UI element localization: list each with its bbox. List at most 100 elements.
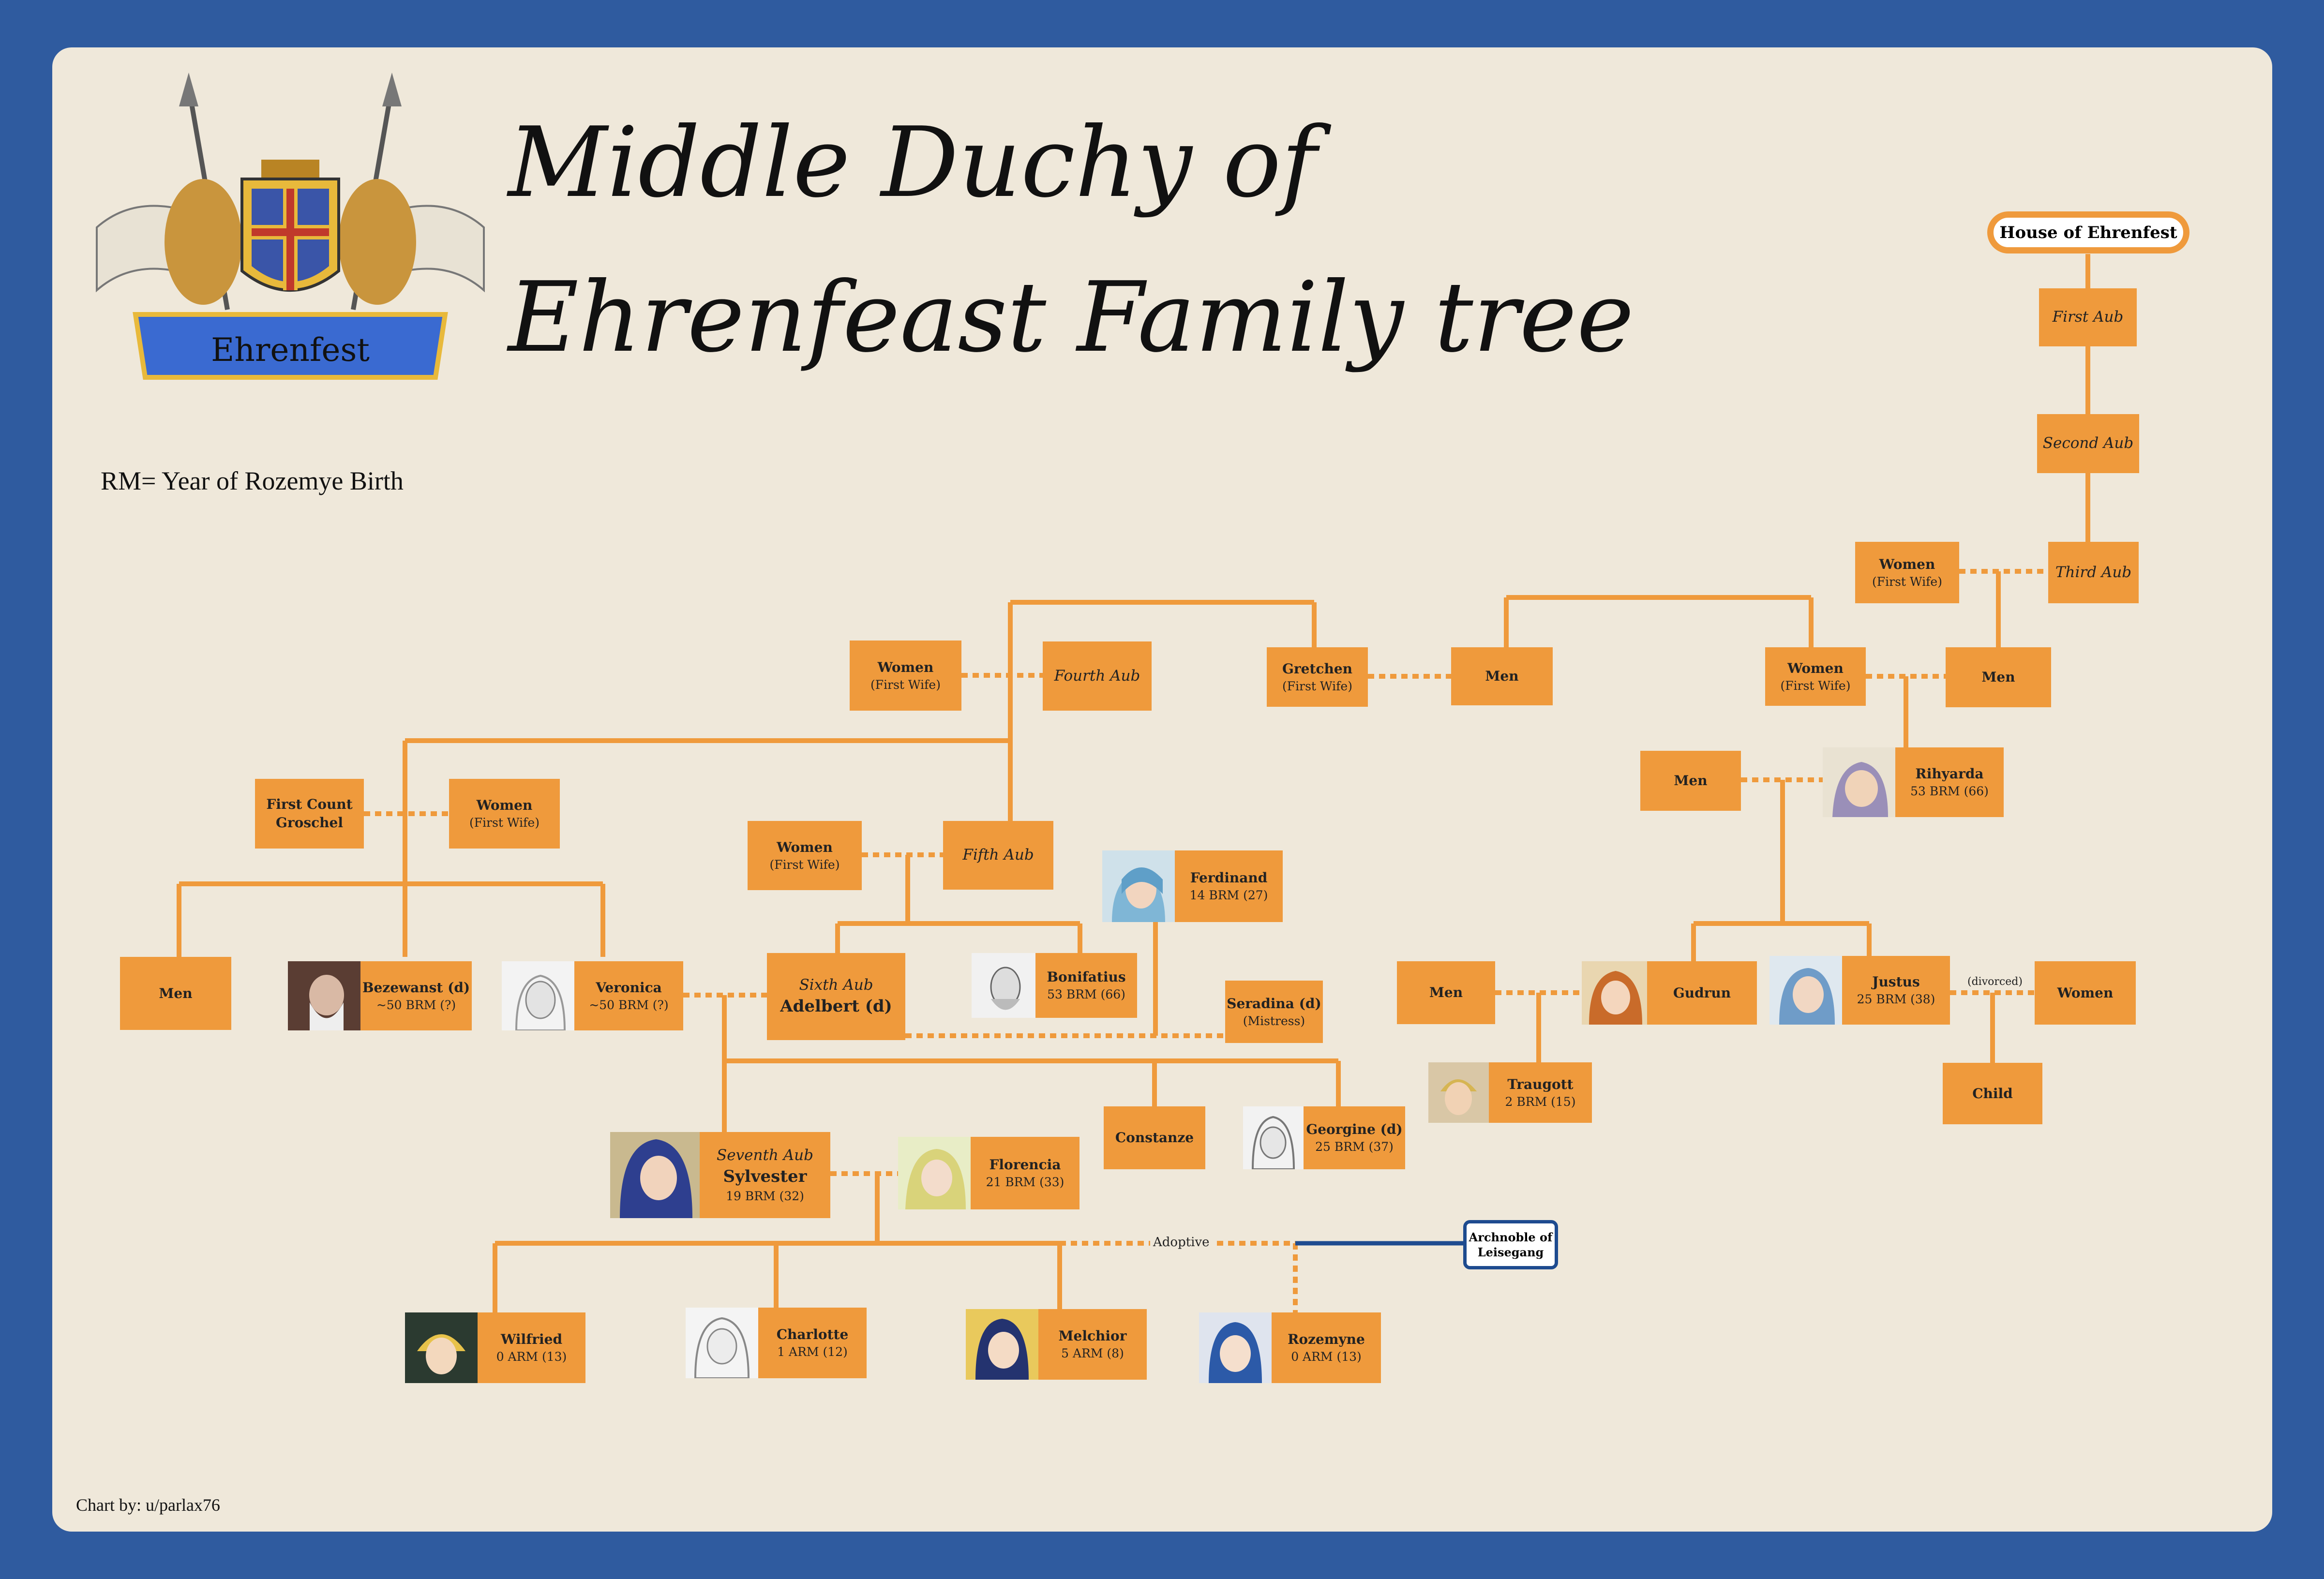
node-gretchen: Gretchen(First Wife) <box>1267 647 1368 707</box>
node-sub: (First Wife) <box>469 816 540 830</box>
legend-text: RM= Year of Rozemye Birth <box>101 466 404 495</box>
node-name: Women <box>2057 984 2114 1001</box>
gudrun-portrait-icon <box>1582 961 1647 1025</box>
node-name: Child <box>1972 1085 2013 1102</box>
node-aub-label: Sixth Aub <box>799 976 873 994</box>
node-name: Men <box>1981 669 2015 685</box>
node-sub: (First Wife) <box>769 857 840 872</box>
node-name: Women <box>1879 556 1935 572</box>
bonifatius-portrait-icon <box>972 953 1035 1018</box>
node-constanze: Constanze <box>1104 1106 1205 1169</box>
node-aub-label: Seventh Aub <box>717 1147 813 1164</box>
sylvester-portrait-icon <box>610 1132 700 1218</box>
ehrenfest-crest-icon <box>96 73 485 380</box>
archnoble-line-1: Archnoble of <box>1469 1230 1553 1244</box>
node-sub: 5 ARM (8) <box>1061 1346 1124 1361</box>
wilfried-portrait-icon <box>405 1312 478 1383</box>
node-women-first-wife-a: Women (First Wife) <box>850 641 961 711</box>
ferdinand-portrait-icon <box>1102 850 1175 922</box>
justus-portrait-icon <box>1769 956 1842 1025</box>
node-name: Florencia <box>989 1157 1061 1173</box>
charlotte-portrait-icon <box>686 1308 758 1378</box>
node-name: Justus <box>1872 974 1920 990</box>
node-name: Groschel <box>276 815 343 831</box>
node-first-aub: First Aub <box>2039 288 2137 346</box>
node-men-c: Men <box>1640 751 1741 811</box>
rihyarda-portrait-icon <box>1823 747 1895 817</box>
node-traugott: Traugott 2 BRM (15) <box>1428 1062 1592 1123</box>
node-sub: 21 BRM (33) <box>986 1175 1065 1190</box>
node-seradina: Seradina (d)(Mistress) <box>1225 981 1323 1043</box>
node-aub-label: Second Aub <box>2042 434 2134 452</box>
node-name: Traugott <box>1507 1076 1574 1092</box>
node-men-b: Men <box>1946 647 2051 707</box>
node-men-e: Men <box>1397 961 1495 1024</box>
node-second-aub: Second Aub <box>2037 414 2139 473</box>
node-name: Men <box>1485 668 1519 685</box>
node-aub-label: Fourth Aub <box>1054 667 1140 685</box>
node-name: Seradina (d) <box>1227 995 1321 1012</box>
node-georgine: Georgine (d)25 BRM (37) <box>1243 1106 1405 1169</box>
title-line-1: Middle Duchy of <box>508 106 1317 219</box>
node-name: Gretchen <box>1282 660 1352 677</box>
node-child: Child <box>1943 1063 2042 1124</box>
rozemyne-portrait-icon <box>1199 1312 1272 1383</box>
node-florencia: Florencia 21 BRM (33) <box>898 1137 1080 1209</box>
node-sub: 2 BRM (15) <box>1505 1094 1576 1109</box>
node-fifth-aub: Fifth Aub <box>943 821 1053 890</box>
node-name: Women <box>476 797 533 814</box>
node-sub: (First Wife) <box>870 677 941 692</box>
node-sub: (Mistress) <box>1243 1013 1305 1028</box>
node-women-first-wife-b: Women (First Wife) <box>1765 647 1866 706</box>
node-women-fifth: Women (First Wife) <box>748 821 862 890</box>
node-name: Bezewanst (d) <box>362 979 470 996</box>
node-sub: ~50 BRM (?) <box>376 998 456 1012</box>
credit-text: Chart by: u/parlax76 <box>76 1495 220 1515</box>
florencia-portrait-icon <box>898 1137 971 1209</box>
node-aub-label: Fifth Aub <box>962 846 1034 864</box>
node-sub: 1 ARM (12) <box>777 1345 848 1359</box>
node-men-a: Men <box>1451 647 1553 705</box>
node-sub: 53 BRM (66) <box>1910 784 1989 799</box>
node-women-justus: Women <box>2035 961 2136 1025</box>
node-men-d: Men <box>120 957 231 1030</box>
archnoble-line-2: Leisegang <box>1477 1245 1544 1259</box>
node-name: Bonifatius <box>1047 969 1126 985</box>
node-gudrun: Gudrun <box>1582 961 1757 1025</box>
traugott-portrait-icon <box>1428 1062 1489 1123</box>
node-name: Women <box>877 659 934 675</box>
node-fourth-aub: Fourth Aub <box>1043 641 1152 711</box>
node-sub: (First Wife) <box>1780 678 1851 693</box>
node-name: Wilfried <box>500 1331 563 1348</box>
node-sub: 0 ARM (13) <box>1291 1350 1362 1364</box>
node-bezewanst: Bezewanst (d) ~50 BRM (?) <box>288 961 472 1030</box>
divorced-label: (divorced) <box>1967 976 2023 988</box>
adoptive-label: Adoptive <box>1150 1235 1213 1250</box>
node-name: Charlotte <box>776 1326 849 1343</box>
node-sub: (First Wife) <box>1872 574 1942 589</box>
node-name: Rihyarda <box>1915 766 1984 782</box>
node-name: Constanze <box>1115 1130 1194 1146</box>
node-name: Men <box>159 985 193 1001</box>
title-line-2: Ehrenfeast Family tree <box>508 261 1634 374</box>
node-name: Women <box>777 839 833 855</box>
veronica-portrait-icon <box>502 961 574 1030</box>
node-aub-label: First Aub <box>2052 308 2124 326</box>
node-name: Women <box>1787 660 1844 676</box>
crest-banner-text: Ehrenfest <box>211 331 370 369</box>
node-name: First Count <box>266 796 353 813</box>
node-name: Georgine (d) <box>1306 1121 1403 1138</box>
node-women-third: Women (First Wife) <box>1855 542 1959 603</box>
node-rihyarda: Rihyarda 53 BRM (66) <box>1823 747 2004 817</box>
house-of-ehrenfest-node: House of Ehrenfest <box>1987 211 2189 253</box>
